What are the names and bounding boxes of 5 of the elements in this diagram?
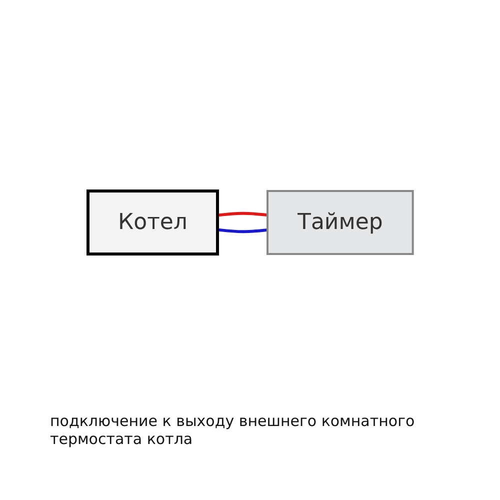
connector	[216, 211, 268, 216]
node-box: Таймер	[266, 190, 414, 254]
node-box: Котел	[86, 189, 219, 255]
connector	[216, 228, 268, 233]
caption: подключение к выходу внешнего комнатного термостата котла	[50, 412, 416, 448]
